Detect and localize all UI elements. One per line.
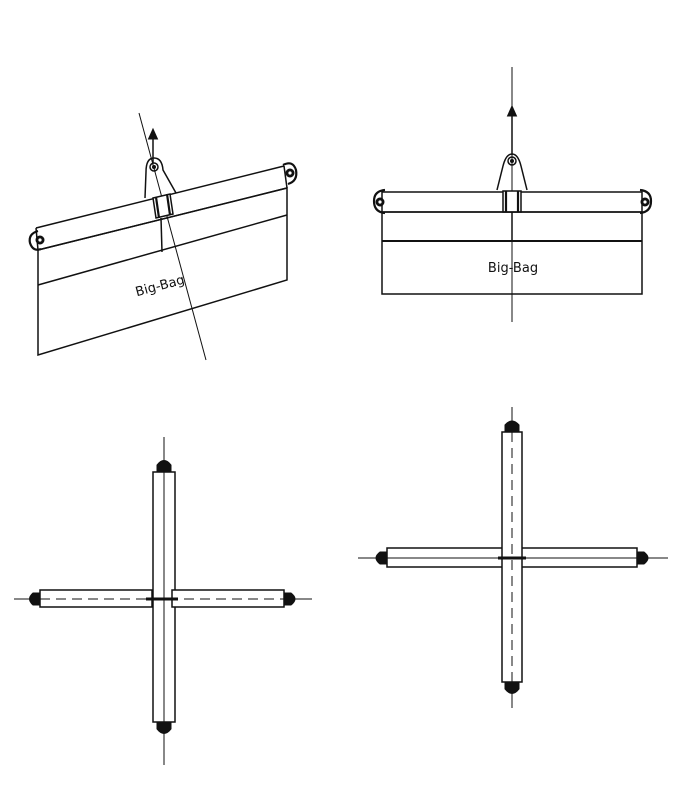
- top-view-cross-beam: [358, 407, 668, 708]
- level-lift-arrow: [506, 104, 518, 155]
- cross-bottom-shackle-icon: [504, 681, 520, 694]
- cross-left-shackle-icon: [375, 551, 388, 565]
- bag-label-right: Big-Bag: [488, 261, 538, 276]
- split-top-shackle-icon: [156, 460, 172, 473]
- split-right-shackle-icon: [283, 592, 296, 606]
- level-left-shackle-icon: [372, 188, 386, 215]
- level-center-clamp: [502, 190, 522, 213]
- tilted-center-clamp: [152, 193, 174, 219]
- tilted-left-shackle-icon: [28, 229, 45, 251]
- tilted-center-line: [138, 112, 207, 361]
- level-beam-view: Big-Bag: [372, 67, 653, 322]
- tilted-lifting-eye: [144, 157, 177, 199]
- level-right-shackle-icon: [639, 188, 653, 215]
- cross-right-shackle-icon: [636, 551, 649, 565]
- cross-top-shackle-icon: [504, 420, 520, 433]
- top-view-split-beam: [14, 437, 312, 765]
- bag-label-left: Big-Bag: [134, 273, 186, 300]
- split-left-shackle-icon: [29, 592, 41, 606]
- tilted-right-shackle-icon: [282, 162, 298, 186]
- split-bottom-shackle-icon: [156, 721, 172, 734]
- level-lifting-eye: [496, 153, 528, 191]
- level-big-bag: Big-Bag: [381, 211, 643, 295]
- tilted-beam-view: Big-Bag: [28, 112, 298, 361]
